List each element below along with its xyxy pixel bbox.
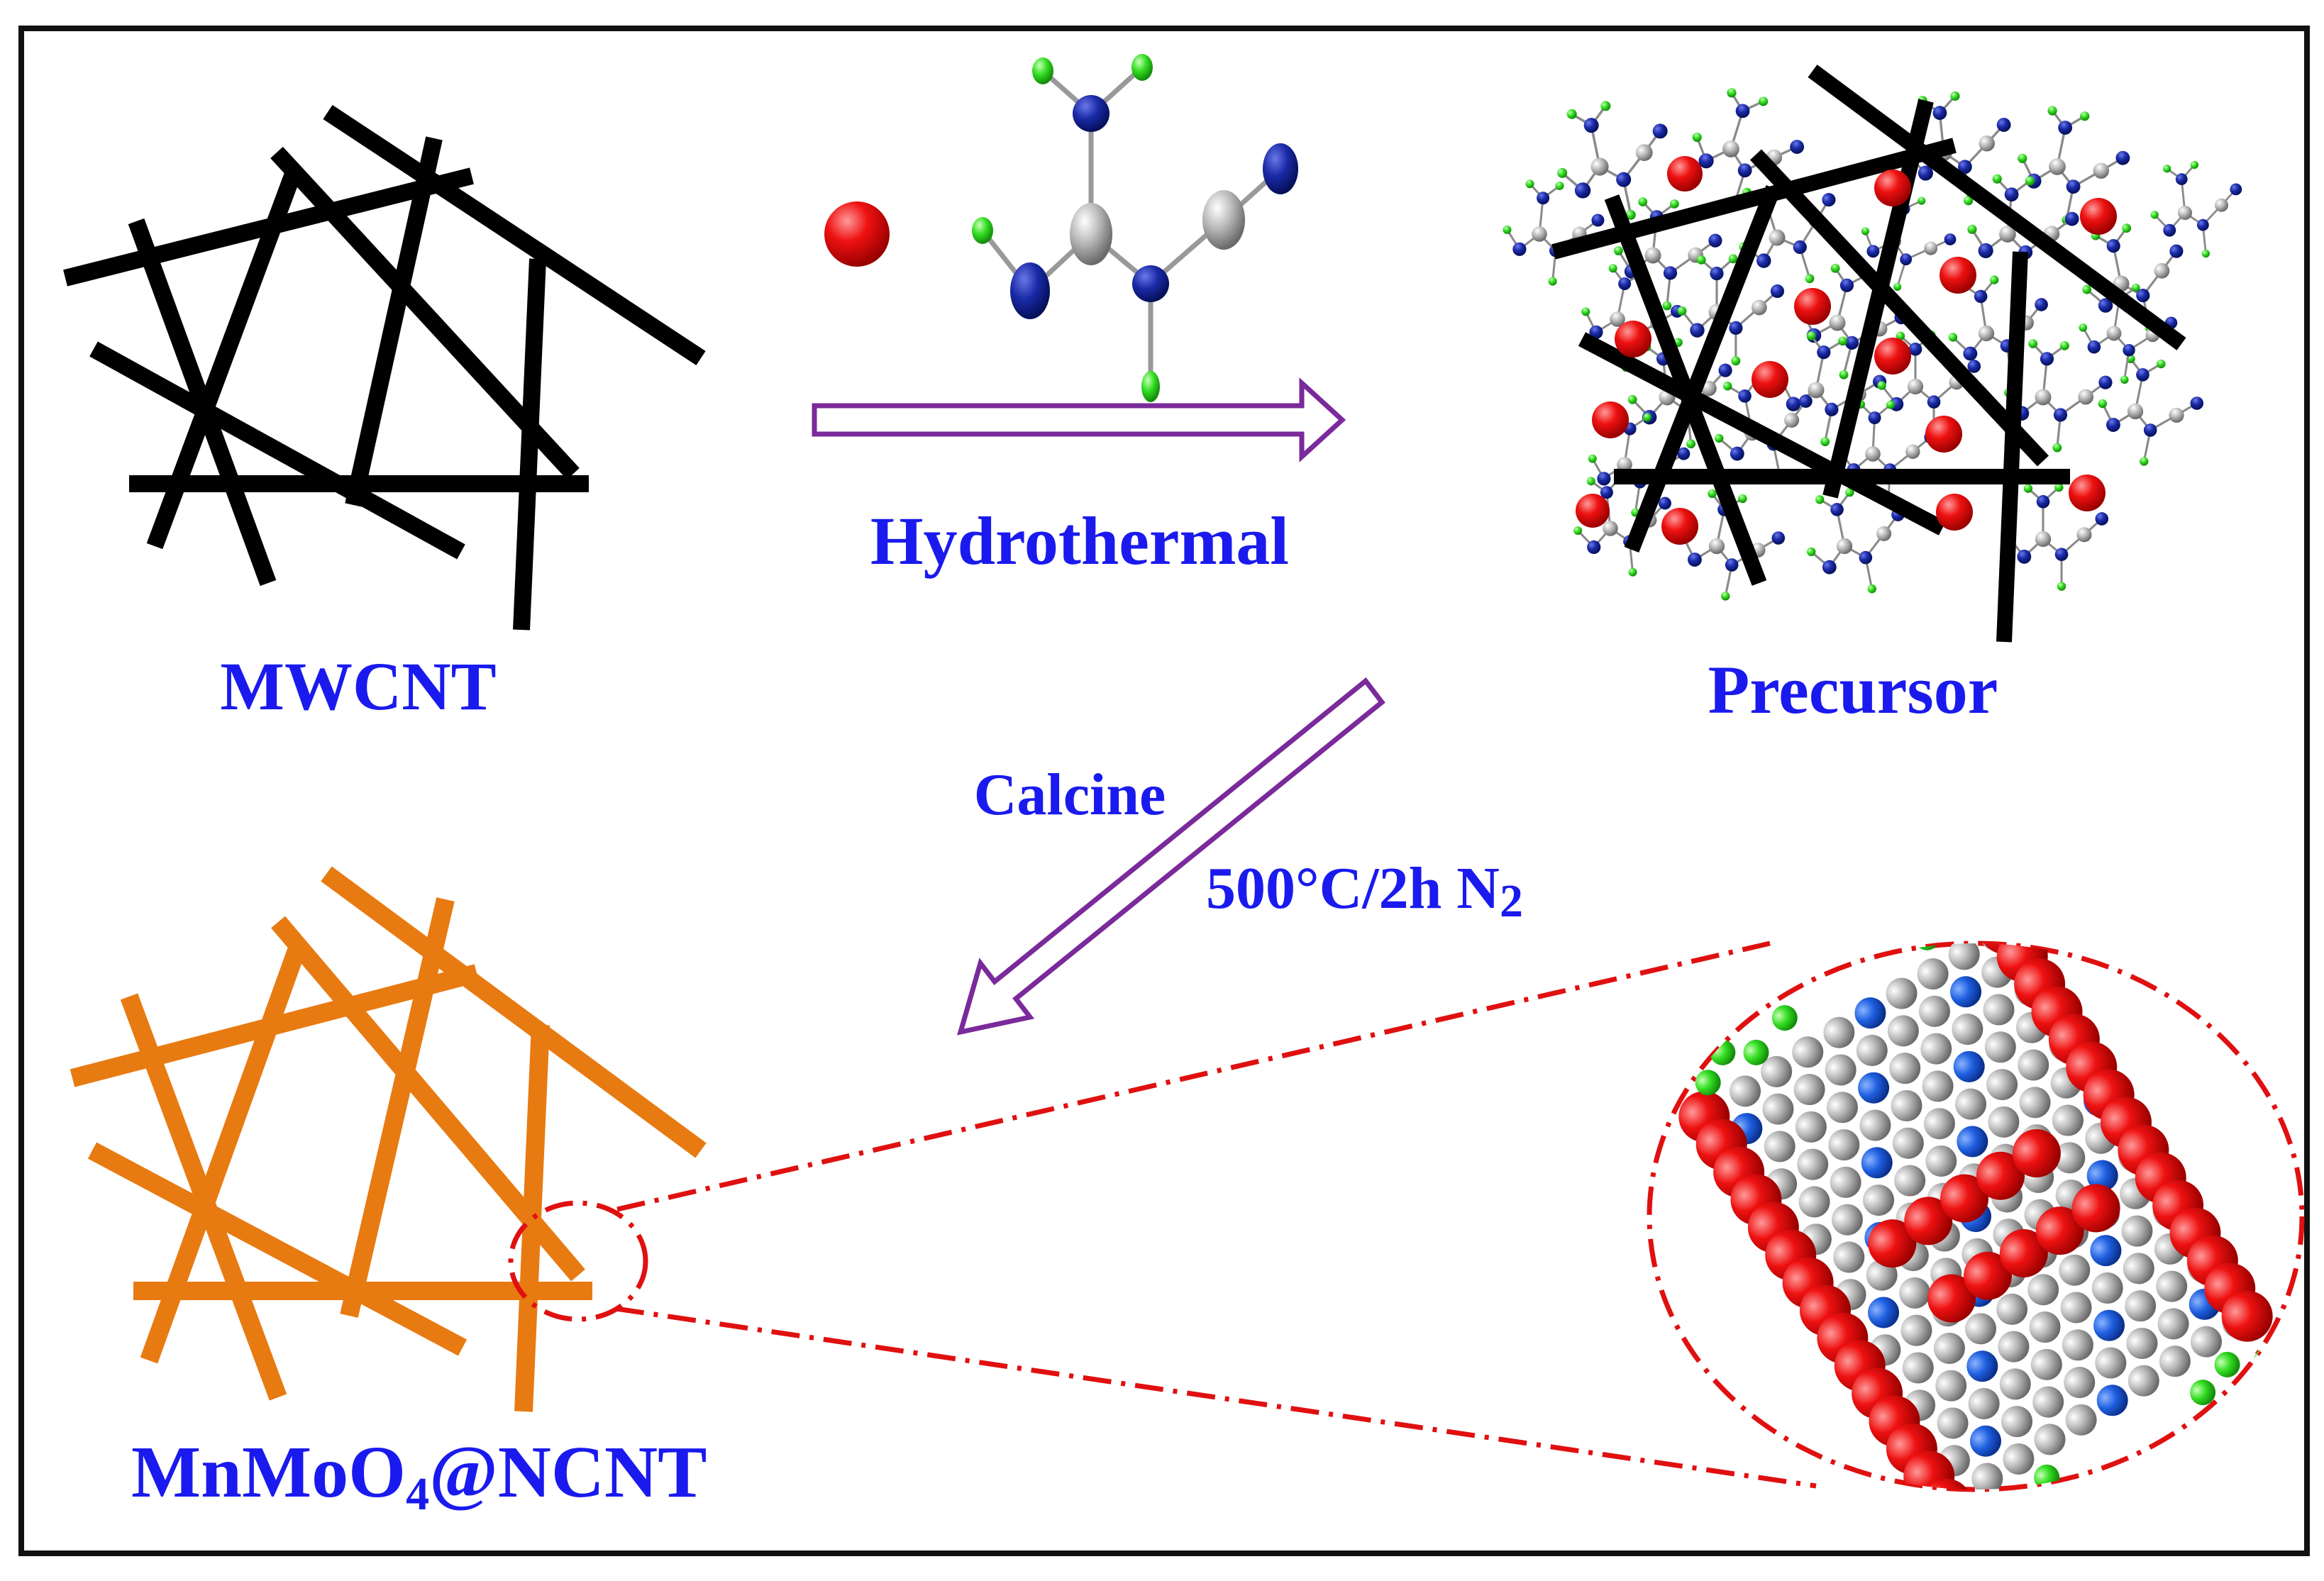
calcine-arrow-icon [957,677,1385,1036]
final-tail-text: @NCNT [429,1431,707,1513]
mwcnt-label: MWCNT [220,648,496,724]
mwcnt-network [63,104,706,631]
precursor-cnt-network [1551,65,2186,643]
final-main-text: MnMoO [131,1431,406,1513]
final-product-label: MnMoO4@NCNT [131,1431,707,1520]
dash-dot-zoom-circle-icon [508,941,2305,1492]
conditions-label: 500°C/2h N2 [1206,855,1523,927]
dicyandiamide-molecule-icon [972,54,1298,402]
final-subscript: 4 [406,1468,429,1520]
conditions-subscript: 2 [1500,875,1523,927]
calcine-label: Calcine [974,762,1166,828]
conditions-text: 500°C/2h N [1206,855,1500,921]
precursor-ions [1576,156,2117,545]
hydrothermal-label: Hydrothermal [870,503,1289,579]
precursor-label: Precursor [1708,652,1998,728]
hydrothermal-arrow-icon [812,377,1346,462]
ncnt-network [70,866,707,1412]
red-sphere-icon [824,201,890,267]
